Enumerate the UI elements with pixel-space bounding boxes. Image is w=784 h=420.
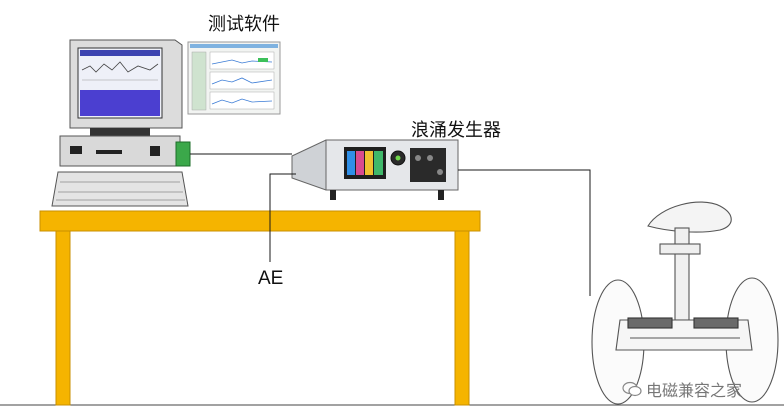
surge-generator <box>291 139 459 200</box>
computer <box>51 39 191 207</box>
generator-to-dut-cable <box>458 169 591 296</box>
pc-base-unit <box>59 135 191 167</box>
watermark: 电磁兼容之家 <box>622 377 742 401</box>
watermark-text: 电磁兼容之家 <box>646 381 743 400</box>
keyboard <box>51 171 189 207</box>
surge-generator-label: 浪涌发生器 <box>411 120 501 141</box>
wechat-icon <box>622 381 642 397</box>
software-label: 测试软件 <box>208 14 280 35</box>
cables <box>190 153 591 296</box>
monitor <box>69 39 183 136</box>
software-screenshot <box>187 41 281 115</box>
balance-scooter <box>591 201 779 405</box>
yellow-table <box>39 210 481 406</box>
ae-label: AE <box>258 268 284 289</box>
ae-cable <box>269 173 296 262</box>
